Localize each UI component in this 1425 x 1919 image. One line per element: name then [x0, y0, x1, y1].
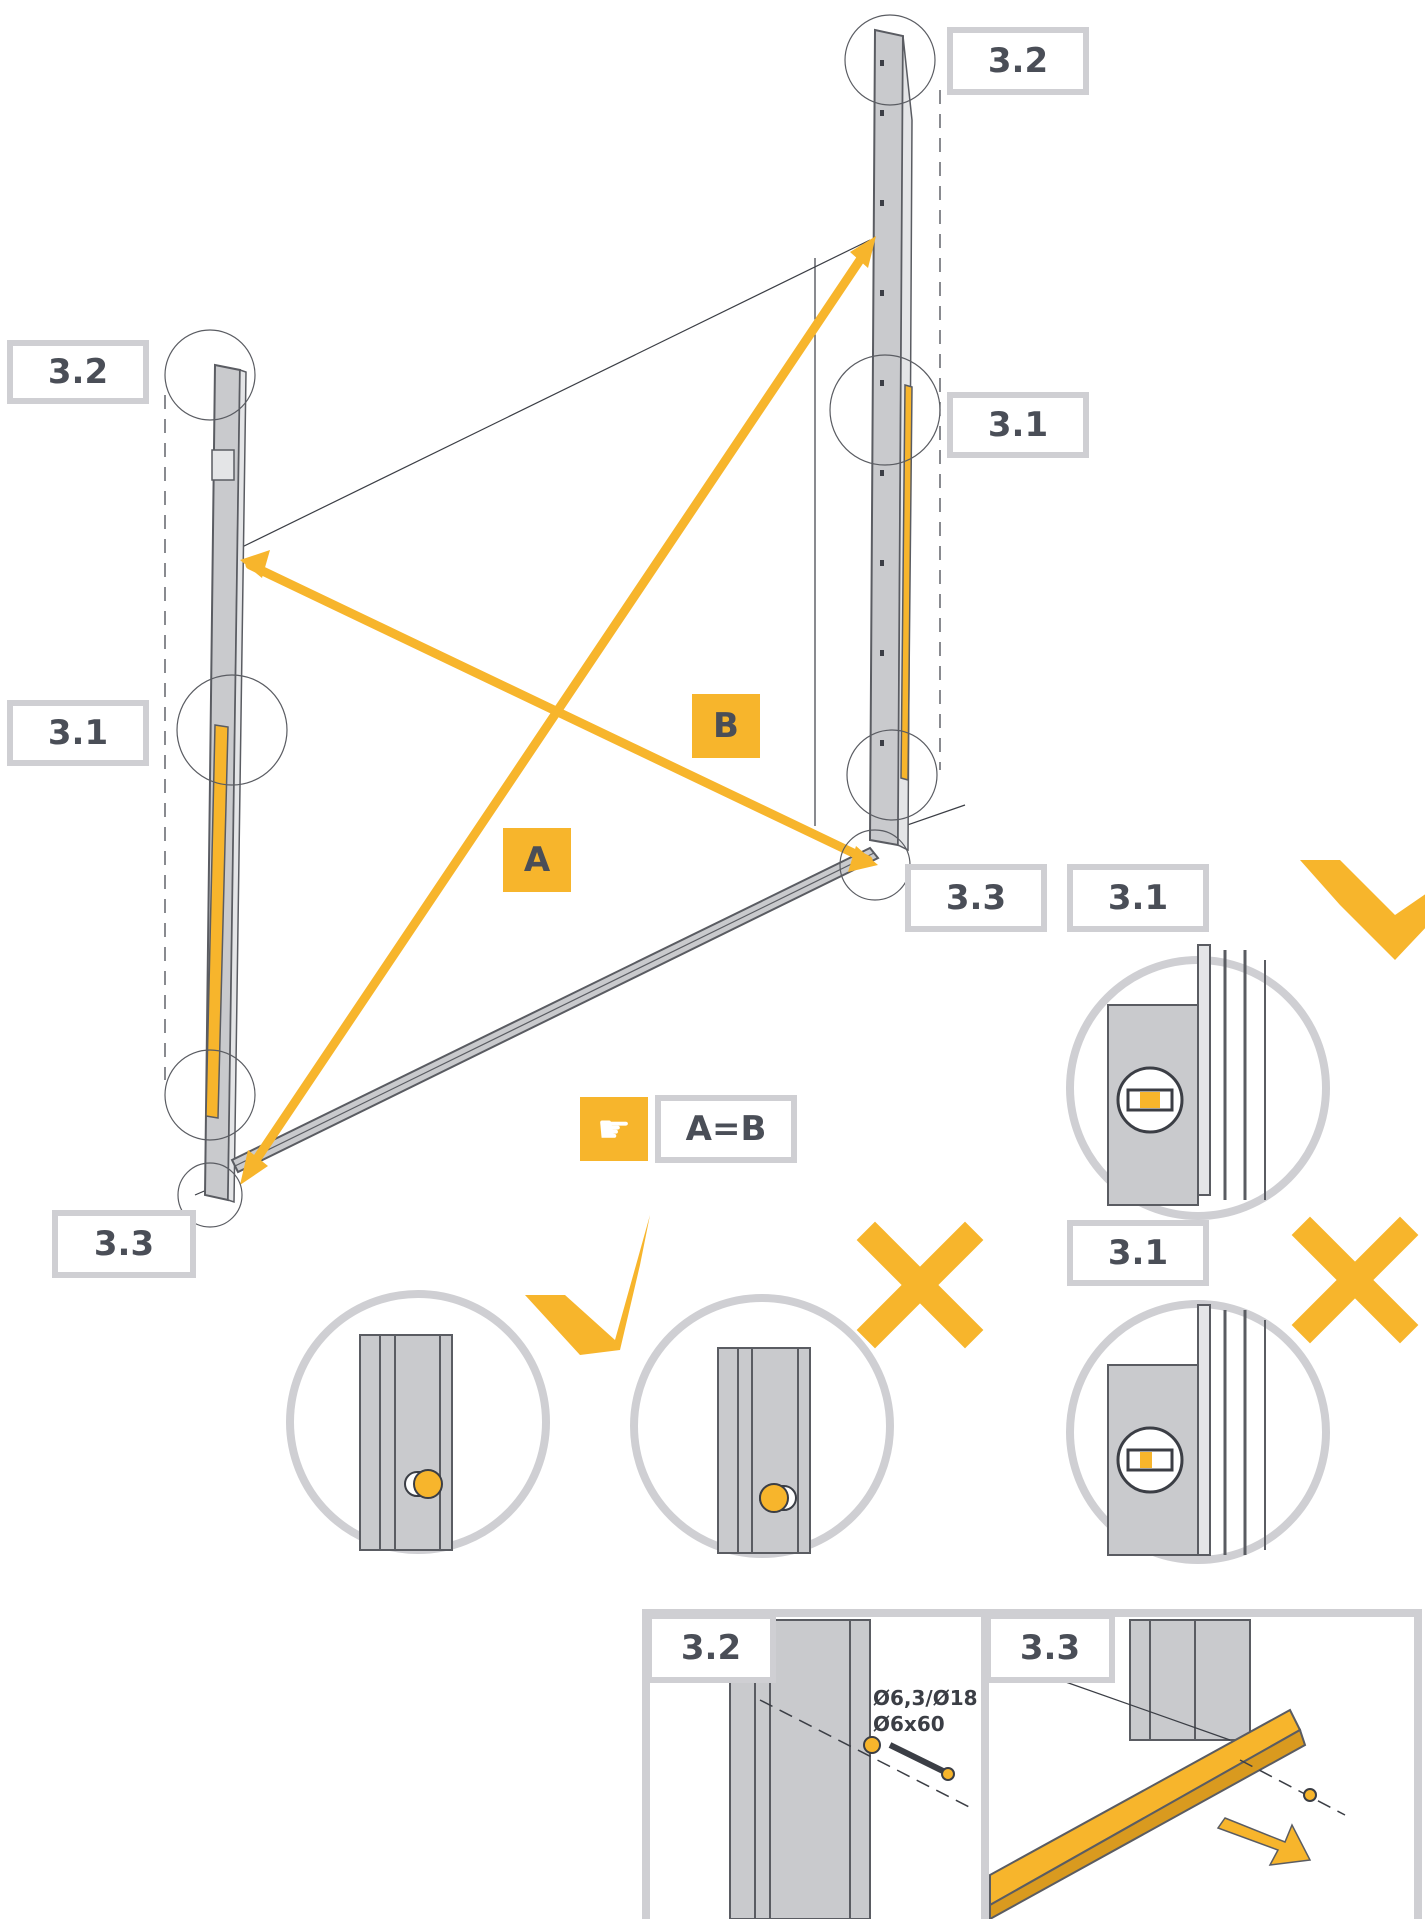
diagonal-label-a: A: [503, 828, 571, 892]
label-check-x: 3.1: [1067, 1220, 1209, 1286]
detail-title-right: 3.3: [985, 1613, 1115, 1683]
screw-spec-bolt: Ø6x60: [873, 1712, 945, 1736]
construction-lines: [164, 90, 966, 1196]
check-mark-icon: [1300, 860, 1425, 960]
diagonal-b-arrow: [240, 550, 878, 872]
diagonal-label-b: B: [692, 694, 760, 758]
rule-a-equals-b: A=B: [655, 1095, 797, 1163]
pointing-hand-icon: ☛: [580, 1097, 648, 1161]
detail-title-left: 3.2: [646, 1613, 776, 1683]
cross-mark-icon: [856, 1221, 984, 1349]
detail-panel-right-art: [989, 1619, 1346, 1919]
check-mark-icon: [525, 1215, 650, 1355]
label-bottom-right-a: 3.3: [905, 864, 1047, 932]
left-upright: [203, 363, 247, 1204]
screw-detail-correct: [286, 1290, 550, 1554]
level-detail-wrong: [1066, 1300, 1330, 1564]
label-mid-right: 3.1: [947, 392, 1089, 458]
right-upright: [868, 28, 913, 852]
level-detail-correct: [1066, 944, 1330, 1220]
label-mid-left: 3.1: [7, 700, 149, 766]
callout-circles: [164, 14, 941, 1228]
bottom-rail: [230, 846, 880, 1174]
label-top-right: 3.2: [947, 27, 1089, 95]
label-top-left: 3.2: [7, 340, 149, 404]
screw-spec-washer: Ø6,3/Ø18: [873, 1686, 978, 1710]
label-bottom-right-b: 3.1: [1067, 864, 1209, 932]
label-bottom-left: 3.3: [52, 1210, 196, 1278]
screw-detail-wrong: [630, 1294, 894, 1558]
cross-mark-icon: [1291, 1216, 1419, 1344]
